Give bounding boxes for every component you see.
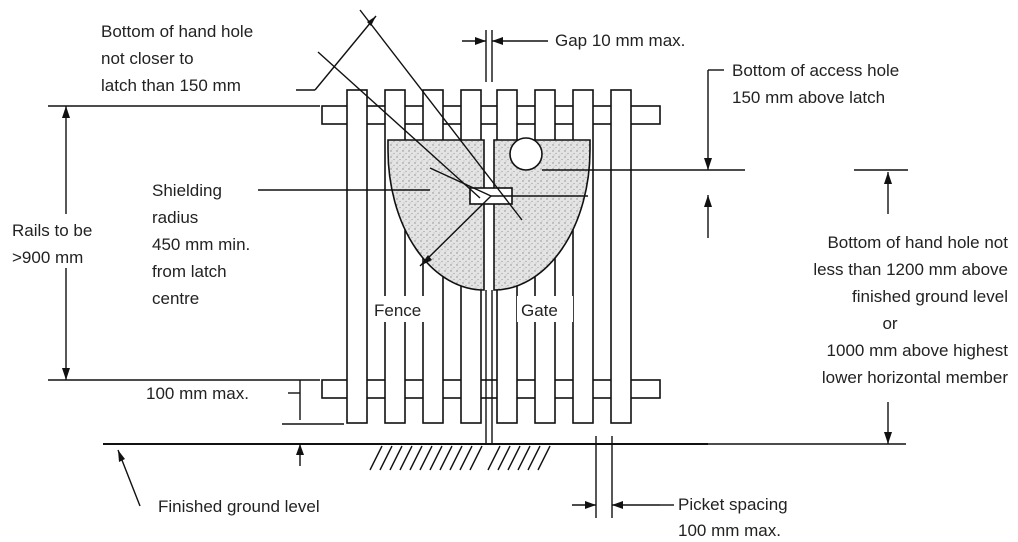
picket [610,89,632,424]
hand-hole-ground-label: or [882,314,897,333]
fence-label: Fence [374,301,421,320]
hand-hole-latch-dimension [296,9,523,221]
gap-dimension [462,30,548,82]
fence-shielding-panel [387,139,485,291]
ground-level-leader [117,449,141,507]
access-hole-label: 150 mm above latch [732,88,885,107]
access-hole-dimension [542,69,745,238]
bottom-gap-label: 100 mm max. [146,384,249,403]
shielding-label: centre [152,289,199,308]
hand-hole-ground-label: finished ground level [852,287,1008,306]
picket-spacing-label: Picket spacing [678,495,788,514]
gap-label: Gap 10 mm max. [555,31,685,50]
hand-hole-ground-label: 1000 mm above highest [827,341,1009,360]
picket-spacing-label: 100 mm max. [678,521,781,540]
gate-label: Gate [521,301,558,320]
picket-spacing-dimension [572,436,660,518]
ground-level-label: Finished ground level [158,497,320,516]
rails-dimension [48,105,320,381]
bottom-rail [321,379,661,399]
shielding-label: Shielding [152,181,222,200]
shielding-radius-lines [258,167,588,267]
top-rail [321,105,661,125]
gate-shielding-panel [493,139,591,291]
shielding-label: from latch [152,262,227,281]
rails-label: >900 mm [12,248,83,267]
hand-hole-latch-label: latch than 150 mm [101,76,241,95]
hand-hole-latch-label: Bottom of hand hole [101,22,253,41]
hand-hole-ground-label: Bottom of hand hole not [827,233,1008,252]
hand-hole-ground-label: less than 1200 mm above [813,260,1008,279]
fence-label-bg [370,296,442,322]
access-hole-label: Bottom of access hole [732,61,899,80]
rails-label: Rails to be [12,221,92,240]
hand-hole-latch-label: not closer to [101,49,194,68]
shielding-label: 450 mm min. [152,235,250,254]
gate-label-bg [517,296,573,322]
ground-hatching [369,445,551,471]
bottom-gap-dimension [282,380,344,466]
shielding-label: radius [152,208,198,227]
access-hole [509,137,543,171]
hand-hole-ground-label: lower horizontal member [822,368,1008,387]
horizontal-rails [321,105,661,399]
picket [346,89,368,424]
hand-hole-ground-dimension [708,169,908,445]
